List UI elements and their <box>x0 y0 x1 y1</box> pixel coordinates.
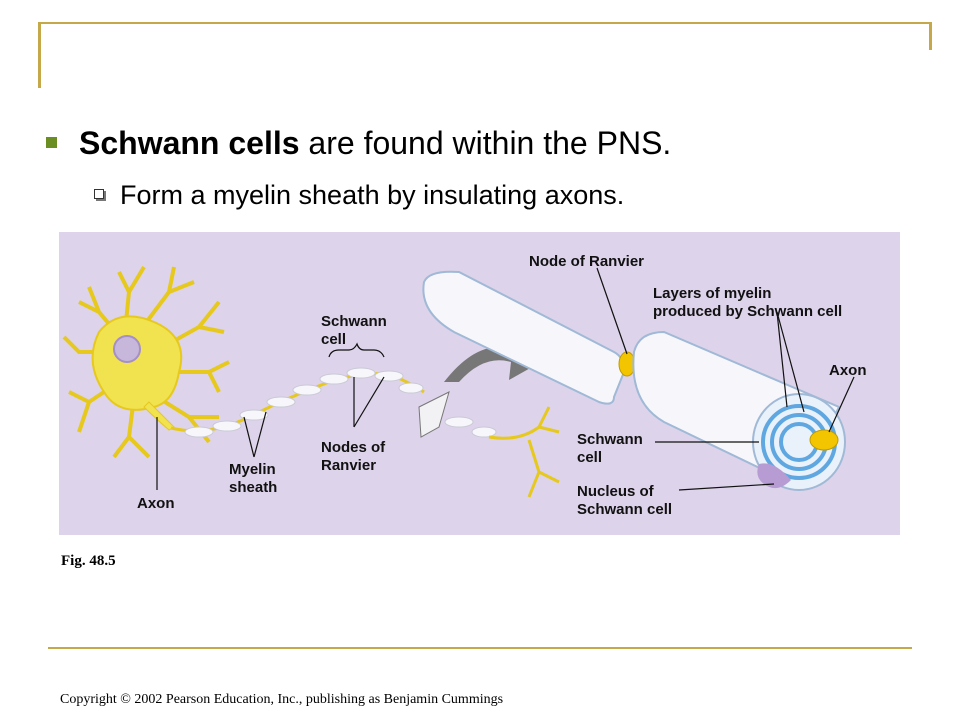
myelinated-axon <box>170 367 560 498</box>
label-schwann-cell-line2: cell <box>321 331 346 348</box>
label-schwann-cell-line1: Schwann <box>321 313 387 330</box>
label-myelin-line2: sheath <box>229 479 277 496</box>
label-axon-left: Axon <box>137 495 175 512</box>
enlarged-segment <box>422 270 846 491</box>
schwann-nucleus <box>757 463 791 489</box>
label-axon-right: Axon <box>829 362 867 379</box>
copyright-notice: Copyright © 2002 Pearson Education, Inc.… <box>60 692 504 707</box>
bottom-rule <box>48 647 912 649</box>
label-nucleus-line2: Schwann cell <box>577 501 672 518</box>
bullet-1-text: are found within the PNS. <box>299 125 672 161</box>
neuron-nucleus <box>113 335 141 363</box>
schwann-cell-figure: Node of Ranvier Layers of myelin produce… <box>59 232 900 535</box>
label-schwann-cell-right-line1: Schwann <box>577 431 643 448</box>
label-layers-line1: Layers of myelin <box>653 285 771 302</box>
cut-plane <box>418 391 450 438</box>
top-rule <box>38 22 932 24</box>
neuron-cell-body <box>62 265 230 459</box>
label-node-of-ranvier: Node of Ranvier <box>529 253 644 270</box>
bullet-2-text: Form a myelin sheath by insulating axons… <box>120 180 625 210</box>
leader-lines <box>156 267 855 491</box>
label-nucleus-line1: Nucleus of <box>577 483 655 500</box>
label-nodes-line1: Nodes of <box>321 439 386 456</box>
bullet-square-icon <box>46 137 57 149</box>
label-schwann-cell-right-line2: cell <box>577 449 602 466</box>
bullet-1-bold: Schwann cells <box>79 125 300 161</box>
sub-bullet-box-icon <box>94 188 104 199</box>
bullet-1: Schwann cells are found within the PNS. <box>46 125 671 162</box>
figure-caption: Fig. 48.5 <box>61 553 116 569</box>
label-nodes-line2: Ranvier <box>321 457 376 474</box>
label-layers-line2: produced by Schwann cell <box>653 303 842 320</box>
label-myelin-line1: Myelin <box>229 461 276 478</box>
top-left-rule <box>38 22 41 88</box>
top-right-rule <box>929 22 932 50</box>
bullet-2: Form a myelin sheath by insulating axons… <box>94 180 624 211</box>
